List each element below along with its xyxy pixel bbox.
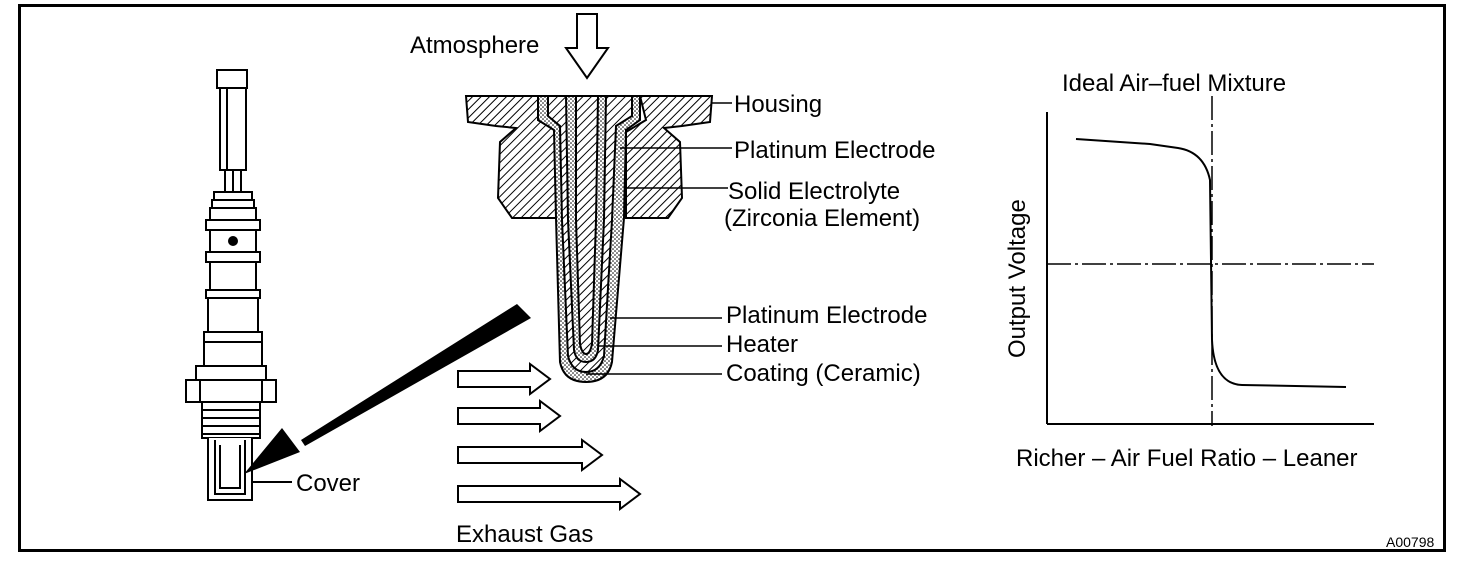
heater-label: Heater bbox=[726, 331, 799, 358]
pointer-arrow bbox=[244, 304, 531, 483]
atmosphere-arrow bbox=[564, 13, 610, 80]
voltage-chart bbox=[1046, 96, 1374, 426]
cover-label: Cover bbox=[296, 470, 361, 497]
chart-ylabel: Output Voltage bbox=[1004, 199, 1031, 358]
zirconia-element-label: (Zirconia Element) bbox=[724, 205, 921, 232]
leader-lines bbox=[586, 102, 732, 375]
chart-title: Ideal Air–fuel Mixture bbox=[1062, 70, 1287, 97]
atmosphere-label: Atmosphere bbox=[410, 32, 540, 59]
sensor-cross-section bbox=[464, 95, 714, 384]
solid-electrolyte-label: Solid Electrolyte bbox=[728, 178, 901, 205]
oxygen-sensor bbox=[185, 69, 277, 501]
figure-code: A00798 bbox=[1386, 534, 1435, 550]
exhaust-gas-arrows bbox=[457, 362, 642, 511]
exhaust-gas-label: Exhaust Gas bbox=[456, 521, 594, 548]
voltage-curve bbox=[1075, 138, 1347, 388]
platinum-electrode-bottom-label: Platinum Electrode bbox=[726, 302, 928, 329]
coating-label: Coating (Ceramic) bbox=[726, 360, 921, 387]
housing-label: Housing bbox=[734, 91, 823, 118]
platinum-electrode-top-label: Platinum Electrode bbox=[734, 137, 936, 164]
chart-xlabel: Richer – Air Fuel Ratio – Leaner bbox=[1016, 445, 1358, 472]
